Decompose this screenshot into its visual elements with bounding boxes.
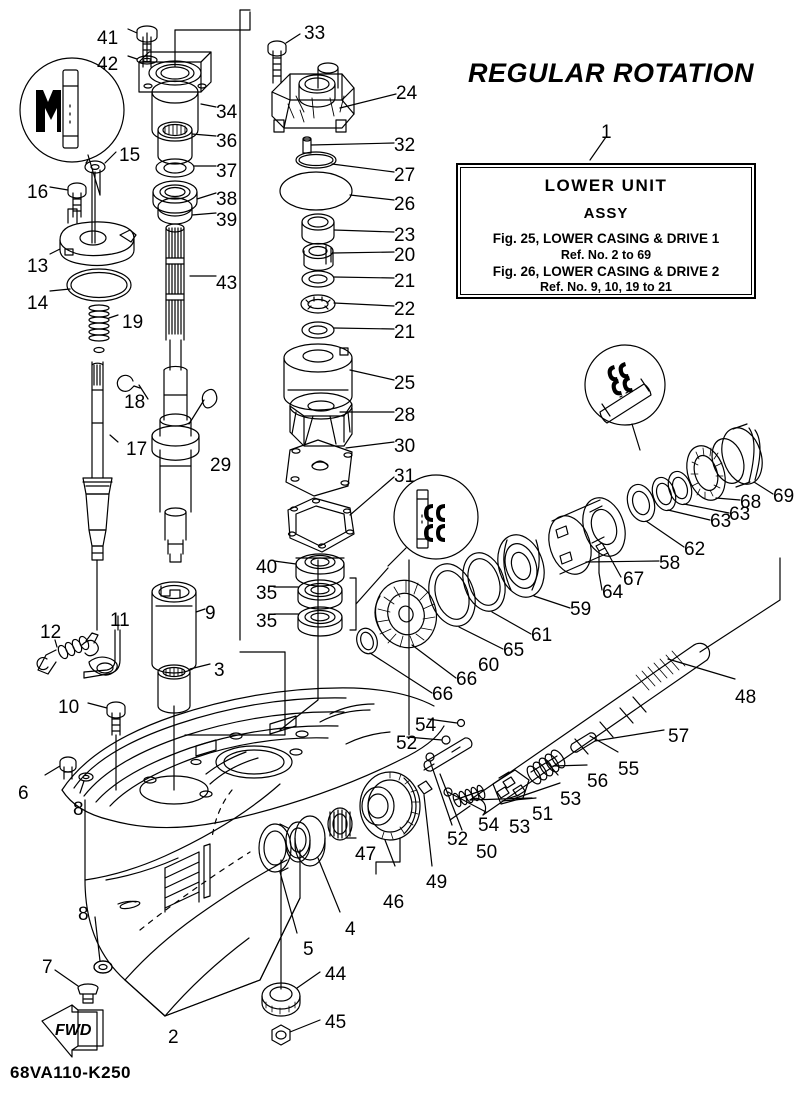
callout-number: 40 [256, 557, 278, 578]
callout-number: 36 [216, 131, 238, 152]
callout-number: 62 [684, 539, 706, 560]
callout-number: 54 [478, 815, 500, 836]
callout-number: 69 [773, 486, 795, 507]
callout-number: 39 [216, 210, 238, 231]
callout-number: 13 [27, 256, 49, 277]
callout-number: 68 [740, 492, 762, 513]
callout-number: 15 [119, 145, 141, 166]
callout-number: 16 [27, 182, 49, 203]
callout-number: 66 [432, 684, 454, 705]
assy-line-1: LOWER UNIT [544, 176, 668, 195]
callout-number: 30 [394, 436, 416, 457]
callout-number: 50 [476, 842, 498, 863]
diagram-part-code: 68VA110-K250 [10, 1063, 131, 1082]
callout-number: 53 [509, 817, 531, 838]
callout-number: 63 [729, 504, 751, 525]
callout-number: 54 [415, 715, 437, 736]
callout-number: 26 [394, 194, 416, 215]
callout-number: 21 [394, 271, 416, 292]
callout-number: 10 [58, 697, 80, 718]
assy-reference-box: LOWER UNIT ASSY Fig. 25, LOWER CASING & … [456, 163, 756, 299]
callout-number: 1 [601, 122, 612, 143]
callout-number: 22 [394, 299, 416, 320]
callout-number: 21 [394, 322, 416, 343]
callout-number: 32 [394, 135, 416, 156]
callout-number: 37 [216, 161, 238, 182]
callout-number: 56 [587, 771, 609, 792]
assy-line-6: Ref. No. 9, 10, 19 to 21 [540, 280, 672, 295]
callout-number: 35 [256, 583, 278, 604]
callout-number: 60 [478, 655, 500, 676]
callout-number: 53 [560, 789, 582, 810]
callout-number: 46 [383, 892, 405, 913]
callout-number: 43 [216, 273, 238, 294]
assy-line-2: ASSY [583, 205, 629, 222]
callout-number: 8 [73, 799, 84, 820]
callout-number: 31 [394, 466, 416, 487]
callout-number: 44 [325, 964, 347, 985]
callout-number: 47 [355, 844, 377, 865]
callout-number: 11 [110, 610, 130, 631]
callout-number: 38 [216, 189, 238, 210]
callout-number: 45 [325, 1012, 347, 1033]
callout-number: 63 [710, 511, 732, 532]
page-title: REGULAR ROTATION [468, 58, 754, 88]
callout-number: 67 [623, 569, 645, 590]
callout-number: 25 [394, 373, 416, 394]
callout-number: 42 [97, 54, 119, 75]
callout-number: 14 [27, 293, 49, 314]
callout-number: 17 [126, 439, 148, 460]
callout-number: 8 [78, 904, 89, 925]
callout-number: 5 [303, 939, 314, 960]
callout-number: 66 [456, 669, 478, 690]
callout-number: 12 [40, 622, 62, 643]
callout-number: 59 [570, 599, 592, 620]
assy-line-4: Ref. No. 2 to 69 [560, 247, 652, 262]
callout-number: 27 [394, 165, 416, 186]
callout-number: 23 [394, 225, 416, 246]
callout-number: 49 [426, 872, 448, 893]
callout-number: 7 [42, 957, 53, 978]
callout-number: 58 [659, 553, 681, 574]
callout-number: 52 [396, 733, 418, 754]
callout-number: 65 [503, 640, 525, 661]
callout-number: 48 [735, 687, 757, 708]
callout-number: 64 [602, 582, 624, 603]
callout-number: 6 [18, 783, 29, 804]
callout-number: 18 [124, 392, 146, 413]
callout-number: 51 [532, 804, 554, 825]
callout-number: 24 [396, 83, 418, 104]
callout-number: 34 [216, 102, 238, 123]
callout-number: 2 [168, 1027, 179, 1048]
callout-number: 29 [210, 455, 232, 476]
callout-number: 3 [214, 660, 225, 681]
callout-number: 41 [97, 28, 119, 49]
callout-number: 20 [394, 245, 416, 266]
callout-number: 52 [447, 829, 469, 850]
callout-number: 55 [618, 759, 640, 780]
assy-line-3: Fig. 25, LOWER CASING & DRIVE 1 [492, 231, 720, 246]
callout-number: 28 [394, 405, 416, 426]
callout-number: 35 [256, 611, 278, 632]
callout-number: 4 [345, 919, 356, 940]
callout-number: 61 [531, 625, 553, 646]
callout-number: 9 [205, 603, 216, 624]
callout-number: 33 [304, 23, 326, 44]
assy-line-5: Fig. 26, LOWER CASING & DRIVE 2 [492, 263, 720, 279]
callout-number: 57 [668, 726, 690, 747]
callout-number: 19 [122, 312, 144, 333]
